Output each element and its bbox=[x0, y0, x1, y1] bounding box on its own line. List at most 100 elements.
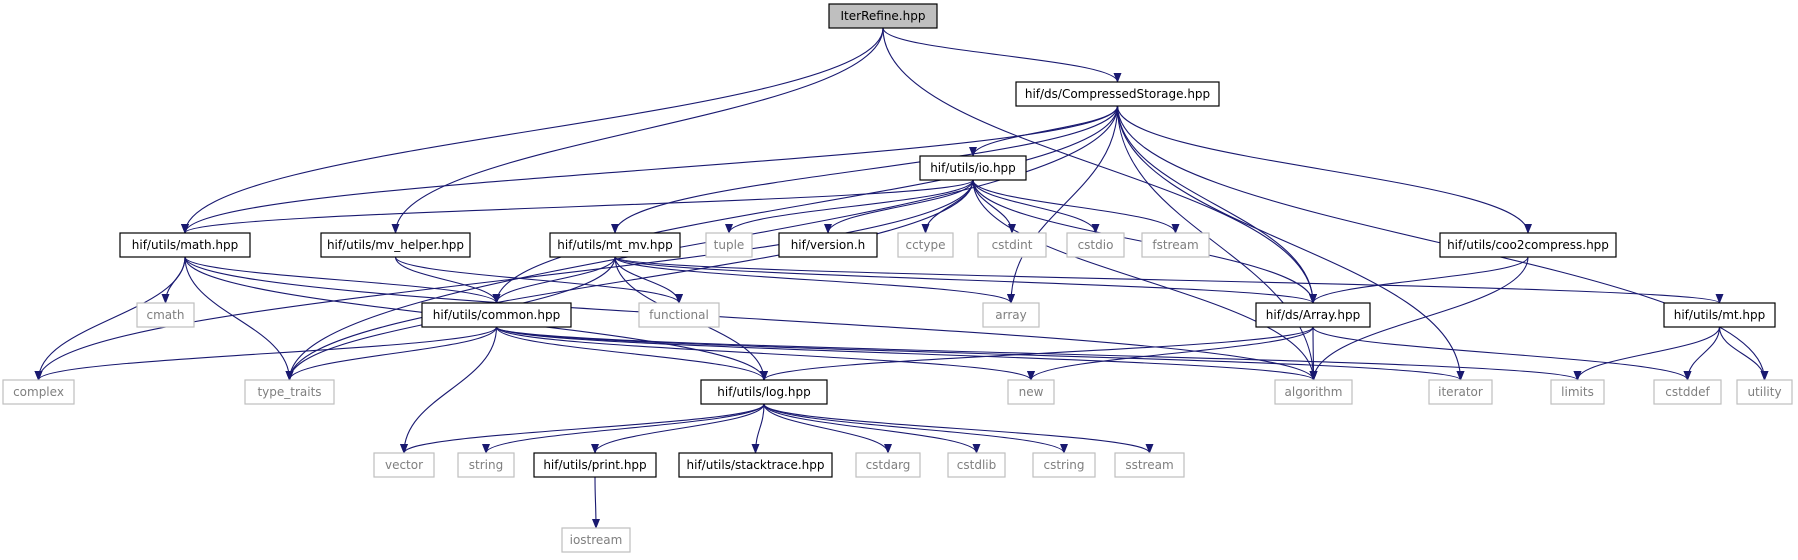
node-io[interactable]: hif/utils/io.hpp bbox=[919, 155, 1027, 181]
edge-io-to-fstream bbox=[972, 179, 1180, 234]
node-box-dsarray bbox=[1255, 302, 1371, 328]
node-new: new bbox=[1007, 379, 1055, 405]
node-box-fstream bbox=[1141, 232, 1210, 258]
node-box-cmath bbox=[136, 302, 195, 328]
node-label-cstdlib: cstdlib bbox=[957, 458, 996, 472]
node-box-cstring bbox=[1032, 452, 1096, 478]
edge-mt-to-utility bbox=[1718, 326, 1769, 381]
node-box-vector bbox=[373, 452, 435, 478]
node-label-iterrefine: IterRefine.hpp bbox=[841, 9, 926, 23]
edge-io-to-tuple bbox=[725, 179, 974, 234]
edges-layer bbox=[34, 27, 1769, 529]
node-label-vector: vector bbox=[385, 458, 423, 472]
edge-log-to-string bbox=[482, 403, 765, 454]
node-utility: utility bbox=[1736, 379, 1793, 405]
edge-coo2compress-to-algorithm bbox=[1309, 256, 1529, 381]
node-cmath: cmath bbox=[136, 302, 195, 328]
node-box-cstdint bbox=[977, 232, 1047, 258]
edge-common-to-vector bbox=[400, 326, 498, 454]
edge-math-to-common bbox=[184, 256, 501, 304]
node-box-version bbox=[778, 232, 878, 258]
edge-compressedstorage-to-common bbox=[492, 105, 1119, 304]
node-box-complex bbox=[2, 379, 75, 405]
node-box-mv_helper bbox=[320, 232, 471, 258]
node-log[interactable]: hif/utils/log.hpp bbox=[700, 379, 828, 405]
edge-compressedstorage-to-io bbox=[969, 105, 1119, 157]
node-coo2compress[interactable]: hif/utils/coo2compress.hpp bbox=[1439, 232, 1617, 258]
node-iterrefine[interactable]: IterRefine.hpp bbox=[828, 3, 938, 29]
edge-io-to-version bbox=[824, 179, 974, 234]
node-box-array bbox=[982, 302, 1040, 328]
node-label-new: new bbox=[1019, 385, 1044, 399]
node-label-iterator: iterator bbox=[1438, 385, 1483, 399]
node-box-algorithm bbox=[1274, 379, 1353, 405]
node-label-io: hif/utils/io.hpp bbox=[930, 161, 1016, 175]
node-iostream: iostream bbox=[561, 527, 631, 553]
node-box-mt_mv bbox=[549, 232, 681, 258]
node-box-sstream bbox=[1114, 452, 1185, 478]
node-box-coo2compress bbox=[1439, 232, 1617, 258]
edge-common-to-complex bbox=[34, 326, 498, 381]
edge-log-to-cstring bbox=[763, 403, 1068, 454]
node-label-mt_mv: hif/utils/mt_mv.hpp bbox=[557, 238, 672, 252]
edge-mt-to-cstddef bbox=[1683, 326, 1721, 381]
node-stacktrace[interactable]: hif/utils/stacktrace.hpp bbox=[678, 452, 833, 478]
node-array: array bbox=[982, 302, 1040, 328]
node-box-iterrefine bbox=[828, 3, 938, 29]
edge-dsarray-to-algorithm bbox=[1309, 326, 1318, 381]
edge-log-to-vector bbox=[400, 403, 765, 454]
edge-mv_helper-to-functional bbox=[394, 256, 683, 304]
node-box-tuple bbox=[705, 232, 753, 258]
node-mt_mv[interactable]: hif/utils/mt_mv.hpp bbox=[549, 232, 681, 258]
node-box-cctype bbox=[897, 232, 954, 258]
edge-math-to-type_traits bbox=[184, 256, 294, 381]
edge-common-to-new bbox=[495, 326, 1035, 381]
node-label-mv_helper: hif/utils/mv_helper.hpp bbox=[327, 238, 464, 252]
node-math[interactable]: hif/utils/math.hpp bbox=[119, 232, 251, 258]
node-box-cstdlib bbox=[947, 452, 1006, 478]
node-label-cmath: cmath bbox=[147, 308, 185, 322]
edge-io-to-math bbox=[181, 179, 974, 234]
node-mv_helper[interactable]: hif/utils/mv_helper.hpp bbox=[320, 232, 471, 258]
node-box-limits bbox=[1550, 379, 1605, 405]
node-box-stacktrace bbox=[678, 452, 833, 478]
edge-compressedstorage-to-coo2compress bbox=[1116, 105, 1532, 234]
node-label-cctype: cctype bbox=[905, 238, 945, 252]
edge-io-to-complex bbox=[34, 179, 974, 381]
node-label-compressedstorage: hif/ds/CompressedStorage.hpp bbox=[1025, 87, 1210, 101]
node-limits: limits bbox=[1550, 379, 1605, 405]
node-label-algorithm: algorithm bbox=[1285, 385, 1343, 399]
edge-iterrefine-to-mv_helper bbox=[391, 27, 884, 234]
edge-coo2compress-to-dsarray bbox=[1309, 256, 1529, 304]
node-box-iterator bbox=[1428, 379, 1493, 405]
node-cstdlib: cstdlib bbox=[947, 452, 1006, 478]
node-box-iostream bbox=[561, 527, 631, 553]
edge-iterrefine-to-compressedstorage bbox=[882, 27, 1122, 83]
edge-io-to-cstdio bbox=[972, 179, 1100, 234]
node-label-type_traits: type_traits bbox=[257, 385, 321, 399]
node-print[interactable]: hif/utils/print.hpp bbox=[533, 452, 657, 478]
edge-common-to-iterator bbox=[495, 326, 1465, 381]
node-mt[interactable]: hif/utils/mt.hpp bbox=[1663, 302, 1776, 328]
node-type_traits: type_traits bbox=[244, 379, 335, 405]
node-label-version: hif/version.h bbox=[791, 238, 866, 252]
edge-compressedstorage-to-dsarray bbox=[1116, 105, 1317, 304]
node-label-cstddef: cstddef bbox=[1665, 385, 1710, 399]
edge-math-to-complex bbox=[34, 256, 186, 381]
node-label-cstring: cstring bbox=[1043, 458, 1084, 472]
node-label-functional: functional bbox=[649, 308, 709, 322]
node-compressedstorage[interactable]: hif/ds/CompressedStorage.hpp bbox=[1015, 81, 1220, 107]
node-cstdio: cstdio bbox=[1066, 232, 1125, 258]
node-common[interactable]: hif/utils/common.hpp bbox=[421, 302, 572, 328]
node-label-math: hif/utils/math.hpp bbox=[132, 238, 239, 252]
node-dsarray[interactable]: hif/ds/Array.hpp bbox=[1255, 302, 1371, 328]
node-label-array: array bbox=[995, 308, 1026, 322]
node-label-limits: limits bbox=[1561, 385, 1594, 399]
node-label-cstdio: cstdio bbox=[1078, 238, 1114, 252]
node-label-mt: hif/utils/mt.hpp bbox=[1674, 308, 1766, 322]
node-cstring: cstring bbox=[1032, 452, 1096, 478]
edge-mt-to-limits bbox=[1573, 326, 1721, 381]
edge-print-to-iostream bbox=[591, 476, 600, 529]
node-fstream: fstream bbox=[1141, 232, 1210, 258]
node-version[interactable]: hif/version.h bbox=[778, 232, 878, 258]
